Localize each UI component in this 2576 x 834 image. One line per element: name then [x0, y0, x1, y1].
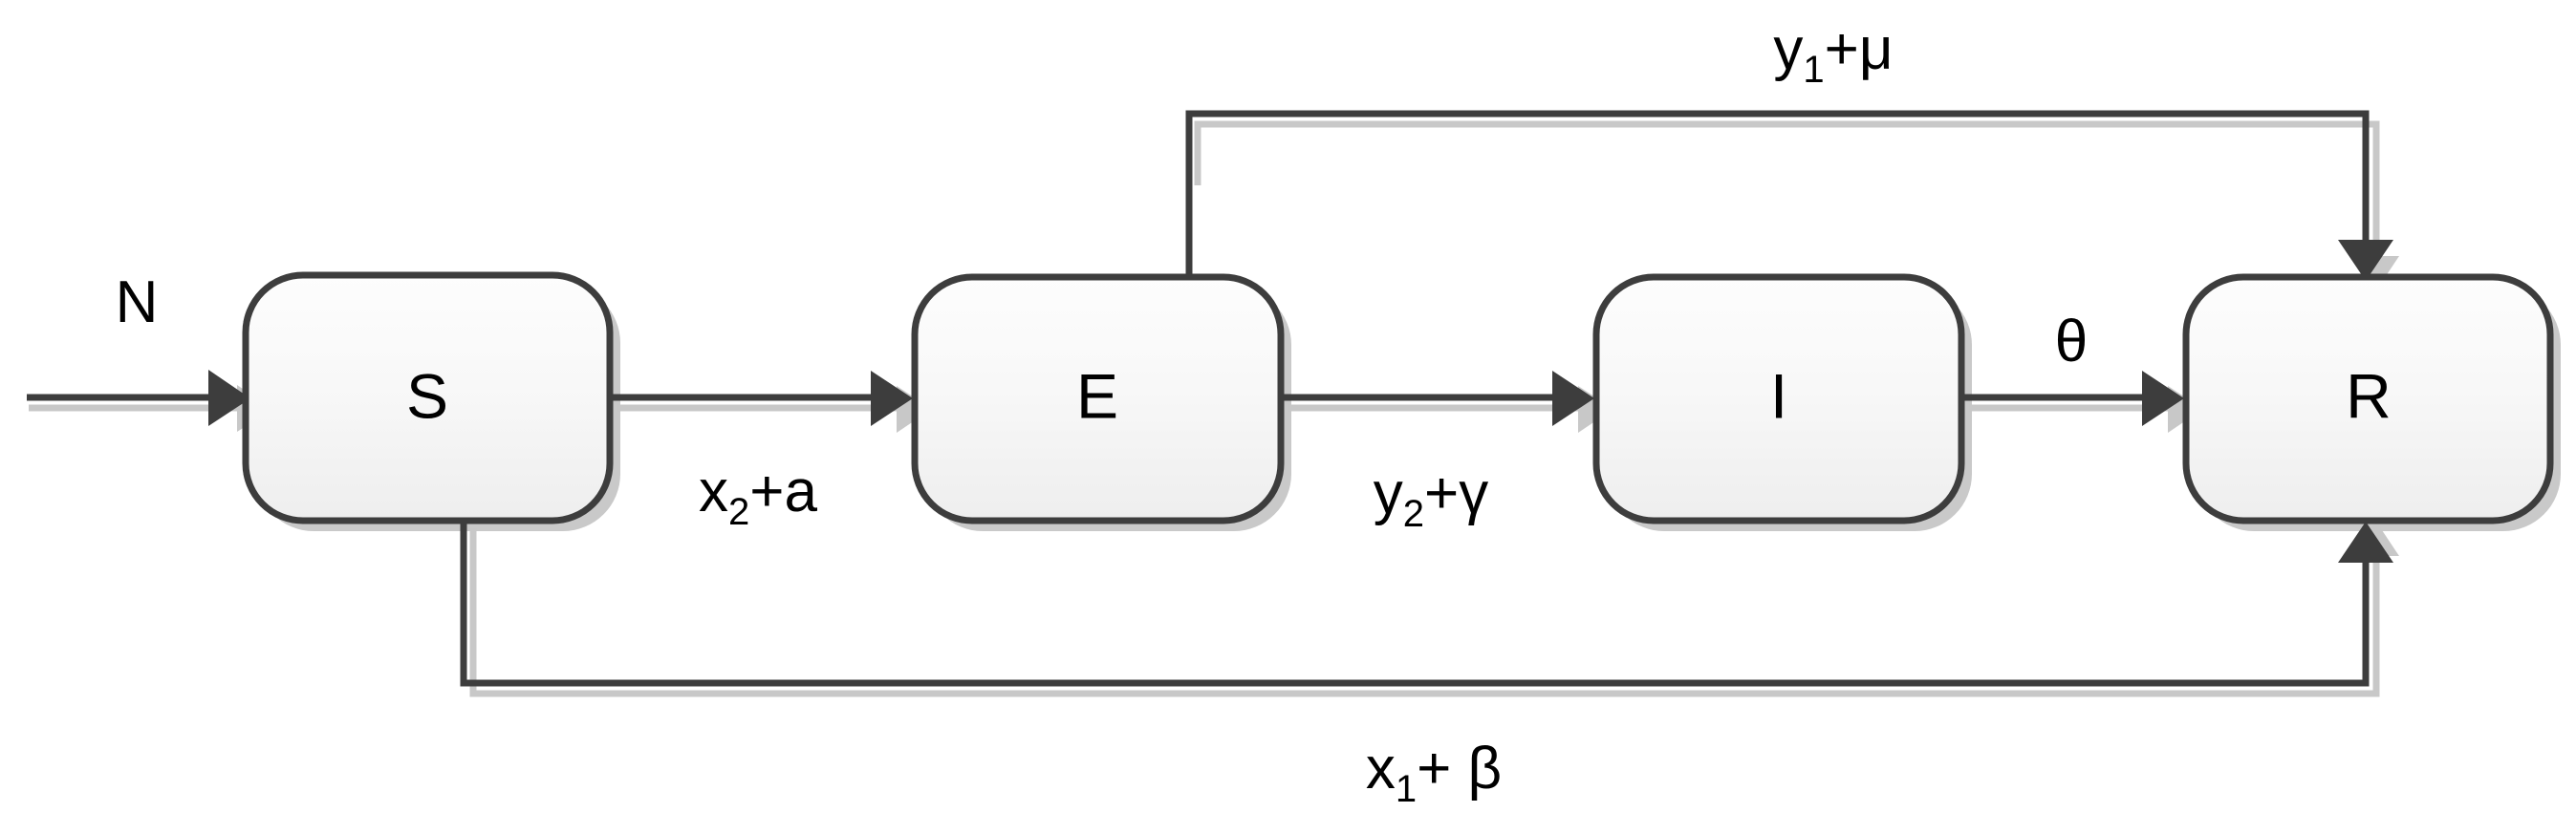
- shadow-s-to-r-bottom: [469, 528, 2380, 697]
- label-e-to-r-top-tail: +μ: [1825, 16, 1894, 82]
- label-s-to-r-bottom-tail: + β: [1417, 736, 1502, 802]
- label-e-to-i-tail: +γ: [1424, 460, 1488, 526]
- s-to-r-bottom-line: [460, 521, 2370, 687]
- edge-s-to-e[interactable]: [610, 371, 913, 426]
- e-to-r-top-line: [1185, 110, 2370, 277]
- node-e[interactable]: E: [911, 273, 1285, 524]
- label-s-to-r-bottom: x1+ β: [1366, 736, 1502, 810]
- label-s-to-e: x2+a: [699, 459, 817, 533]
- node-r[interactable]: R: [2182, 273, 2554, 524]
- node-s-label: S: [406, 360, 448, 431]
- shadow-e-to-r-top: [1194, 120, 2380, 267]
- label-s-to-r-bottom-main: x: [1366, 736, 1396, 802]
- s-to-e-arrow-head: [871, 371, 913, 426]
- label-e-to-i-main: y: [1374, 460, 1403, 526]
- node-i[interactable]: I: [1592, 273, 1965, 524]
- label-e-to-r-top-sub: 1: [1803, 49, 1824, 91]
- node-i-label: I: [1770, 360, 1787, 431]
- label-e-to-i: y2+γ: [1374, 460, 1488, 535]
- edges-group: [27, 110, 2393, 687]
- edge-e-to-r-top[interactable]: [1185, 110, 2393, 281]
- edge-e-to-i[interactable]: [1281, 371, 1594, 426]
- node-s[interactable]: S: [242, 271, 614, 524]
- label-e-to-i-sub: 2: [1403, 493, 1424, 535]
- edge-i-to-r[interactable]: [1961, 371, 2184, 426]
- nodes-group: S E I R: [242, 271, 2554, 524]
- node-r-box: [2182, 273, 2554, 524]
- e-to-r-top-arrow-head: [2338, 240, 2393, 281]
- edge-labels-group: N x2+a y2+γ θ y1+μ x1+ β: [116, 16, 2089, 810]
- node-r-label: R: [2346, 360, 2392, 431]
- input-arrow-head: [208, 370, 250, 426]
- label-i-to-r: θ: [2055, 309, 2088, 374]
- label-e-to-r-top-main: y: [1773, 16, 1803, 82]
- node-e-box: [911, 273, 1285, 524]
- label-input-n: N: [116, 269, 159, 335]
- edge-input-to-s[interactable]: [27, 370, 250, 426]
- node-s-box: [242, 271, 614, 524]
- e-to-i-arrow-head: [1552, 371, 1594, 426]
- label-s-to-r-bottom-sub: 1: [1396, 768, 1417, 810]
- node-i-box: [1592, 273, 1965, 524]
- label-s-to-e-main: x: [699, 459, 728, 524]
- s-to-r-bottom-arrow-head: [2338, 522, 2393, 563]
- label-s-to-e-sub: 2: [728, 491, 749, 533]
- label-s-to-e-tail: +a: [749, 459, 817, 524]
- edge-s-to-r-bottom[interactable]: [460, 521, 2393, 687]
- node-e-label: E: [1076, 360, 1118, 431]
- label-e-to-r-top: y1+μ: [1773, 16, 1893, 91]
- i-to-r-arrow-head: [2142, 371, 2184, 426]
- label-i-to-r-main: θ: [2055, 309, 2088, 374]
